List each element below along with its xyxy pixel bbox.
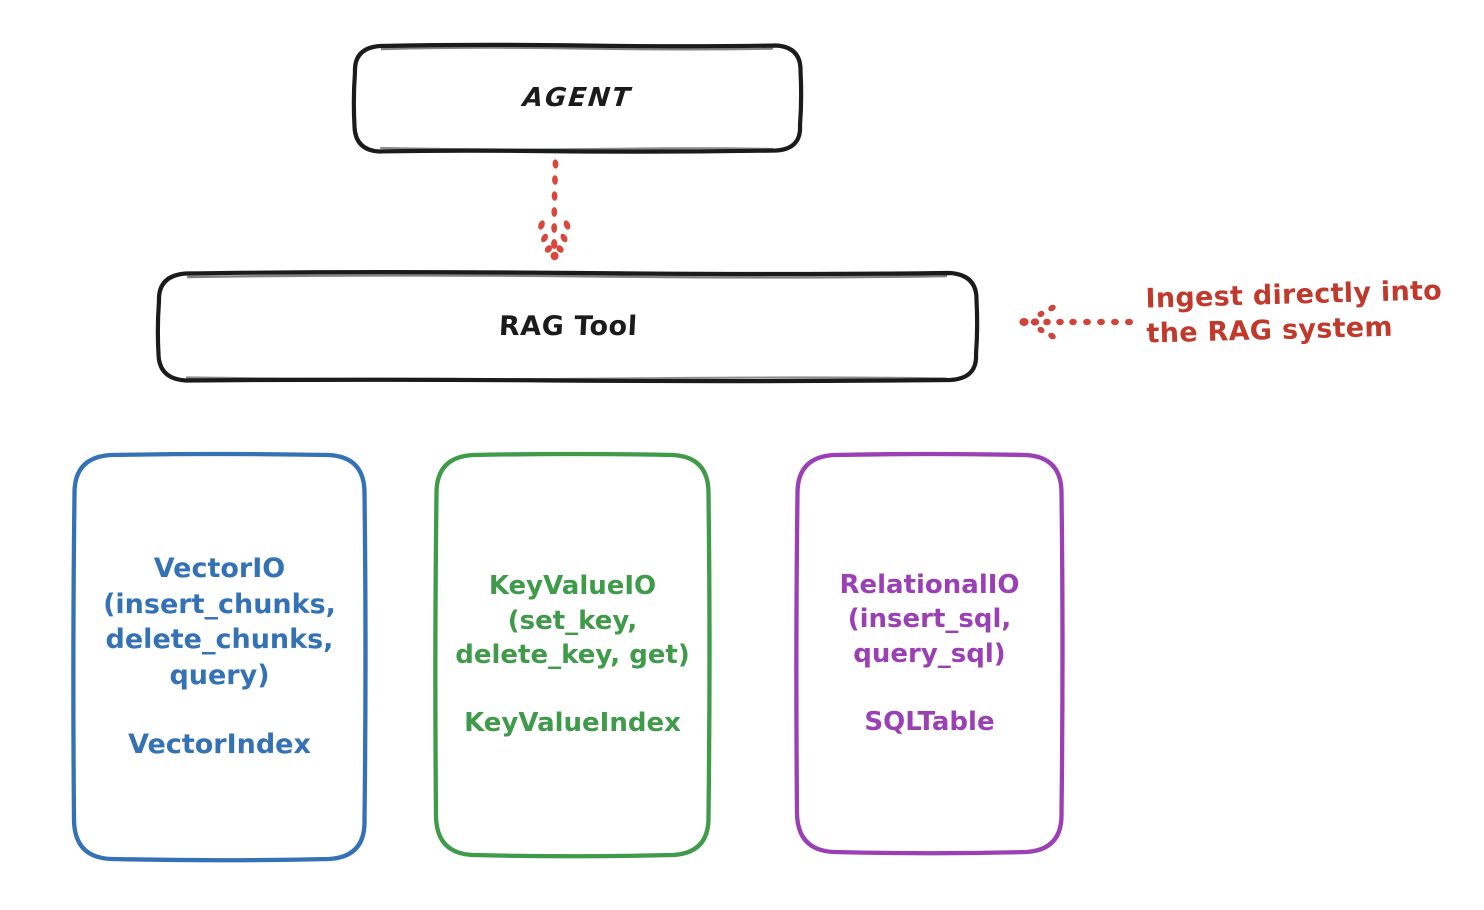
node-rag-tool[interactable]: RAG Tool bbox=[155, 270, 980, 384]
key-value-io-api-label: KeyValueIO (set_key, delete_key, get) bbox=[455, 571, 690, 670]
vector-io-index-label: VectorIndex bbox=[128, 729, 311, 761]
vector-io-api-label: VectorIO (insert_chunks, delete_chunks, … bbox=[103, 552, 336, 691]
relational-io-index-label: SQLTable bbox=[864, 706, 995, 737]
ingest-to-rag-arrow bbox=[1019, 304, 1133, 340]
ingest-annotation-label: Ingest directly into the RAG system bbox=[1145, 275, 1443, 350]
key-value-io-index-label: KeyValueIndex bbox=[464, 708, 681, 739]
node-agent[interactable]: AGENT bbox=[351, 42, 804, 154]
node-vector-io[interactable]: VectorIO (insert_chunks, delete_chunks, … bbox=[71, 451, 368, 863]
agent-to-rag-arrow bbox=[538, 159, 571, 261]
node-relational-io[interactable]: RelationalIO (insert_sql, query_sql) SQL… bbox=[794, 451, 1065, 856]
relational-io-api-label: RelationalIO (insert_sql, query_sql) bbox=[839, 569, 1020, 669]
node-key-value-io[interactable]: KeyValueIO (set_key, delete_key, get) Ke… bbox=[433, 451, 712, 859]
agent-label: AGENT bbox=[521, 83, 634, 113]
rag-tool-label: RAG Tool bbox=[497, 310, 639, 342]
